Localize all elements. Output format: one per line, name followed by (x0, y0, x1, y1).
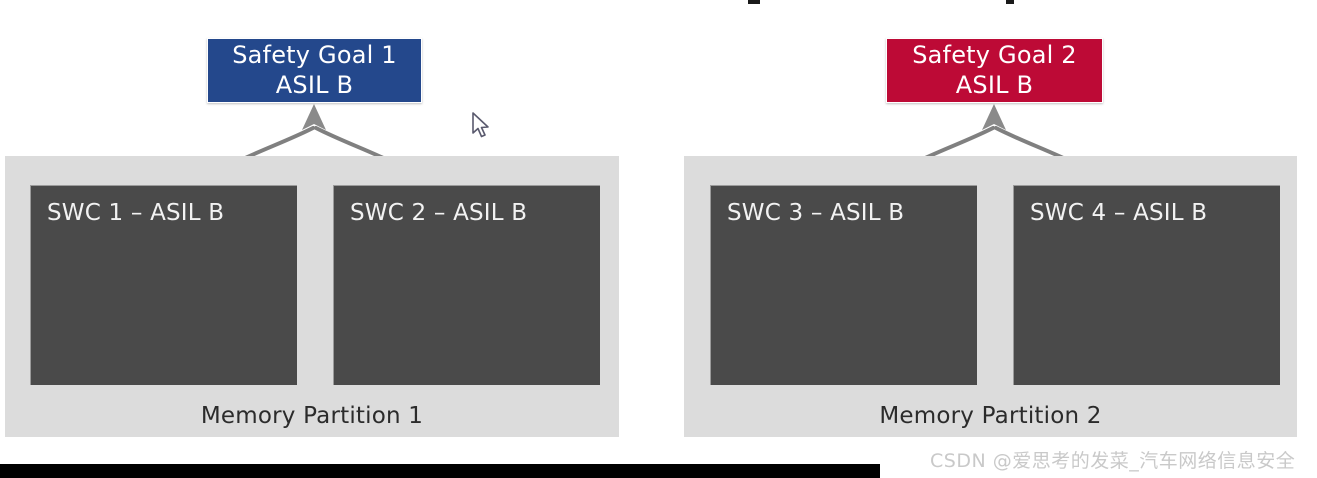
swc-3-box[interactable]: SWC 3 – ASIL B (710, 185, 977, 385)
memory-partition-2-label: Memory Partition 2 (879, 403, 1102, 429)
safety-goal-1-title: Safety Goal 1 (232, 41, 397, 70)
top-cropped-artifact-right (1006, 0, 1014, 4)
arrowhead-goal1 (302, 104, 326, 130)
swc-2-box[interactable]: SWC 2 – ASIL B (333, 185, 600, 385)
memory-partition-1-label: Memory Partition 1 (200, 403, 424, 429)
safety-goal-1-box[interactable]: Safety Goal 1 ASIL B (207, 38, 422, 103)
swc-4-box[interactable]: SWC 4 – ASIL B (1013, 185, 1280, 385)
csdn-watermark: CSDN @爱思考的发菜_汽车网络信息安全 (930, 450, 1296, 472)
safety-goal-2-box[interactable]: Safety Goal 2 ASIL B (886, 38, 1103, 103)
swc-1-box[interactable]: SWC 1 – ASIL B (30, 185, 297, 385)
mouse-cursor-icon (472, 112, 489, 138)
safety-goal-1-asil: ASIL B (275, 70, 354, 99)
arrowhead-goal2 (982, 104, 1006, 130)
safety-goal-2-asil: ASIL B (955, 70, 1034, 99)
safety-goal-2-title: Safety Goal 2 (912, 41, 1077, 70)
bottom-black-bar (0, 464, 880, 478)
top-cropped-artifact-left (748, 0, 760, 4)
